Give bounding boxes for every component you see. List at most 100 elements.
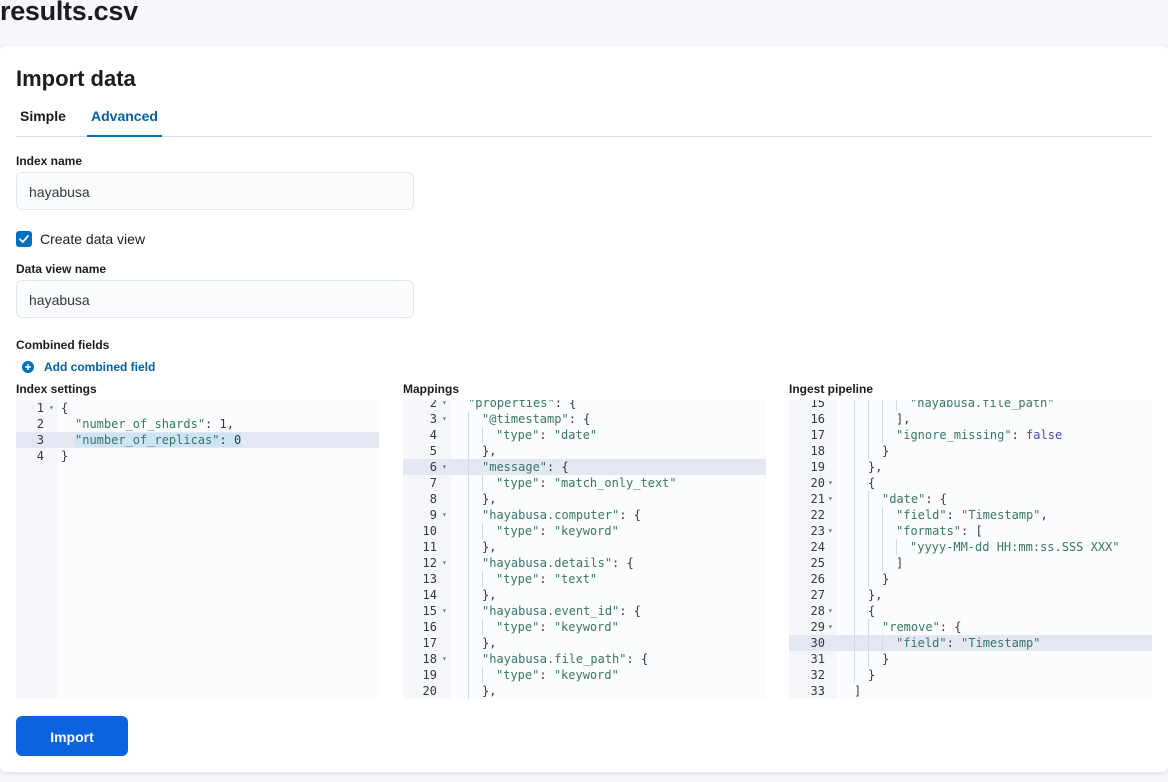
index-settings-editor[interactable]: 1▾{2"number_of_shards": 1,3"number_of_re… (16, 400, 379, 699)
line-number: 24 (810, 540, 825, 554)
line-number: 7 (429, 476, 437, 490)
code-line: 17}, (403, 635, 766, 651)
code-text: "yyyy-MM-dd HH:mm:ss.SSS XXX" (910, 540, 1120, 554)
code-text: "hayabusa.computer": { (482, 508, 641, 522)
indent-guide (482, 427, 483, 443)
line-number: 13 (422, 572, 437, 586)
code-line: 3"number_of_replicas": 0 (16, 432, 379, 448)
code-text: ] (896, 556, 904, 570)
ingest-pipeline-editor[interactable]: 15"hayabusa.file_path"16],17"ignore_miss… (789, 400, 1152, 699)
code-text: }, (482, 684, 497, 698)
indent-guide (468, 427, 469, 443)
indent-guide (482, 619, 483, 635)
indent-guide (854, 635, 855, 651)
indent-guide (868, 651, 869, 667)
code-line: 4"type": "date" (403, 427, 766, 443)
line-number: 18 (810, 444, 825, 458)
indent-guide (882, 400, 883, 411)
indent-guide (854, 539, 855, 555)
code-line: 18▾"hayabusa.file_path": { (403, 651, 766, 667)
code-line: 23▾"formats": [ (789, 523, 1152, 539)
indent-guide (854, 491, 855, 507)
fold-toggle-icon[interactable]: ▾ (442, 606, 447, 615)
indent-guide (854, 571, 855, 587)
line-number: 29 (810, 620, 825, 634)
fold-toggle-icon[interactable]: ▾ (828, 526, 833, 535)
file-title: results.csv (0, 0, 138, 26)
code-line: 18} (789, 443, 1152, 459)
code-text: }, (482, 636, 497, 650)
fold-toggle-icon[interactable]: ▾ (828, 622, 833, 631)
line-number: 8 (429, 492, 437, 506)
code-text: "type": "date" (496, 428, 598, 442)
code-line: 13"type": "text" (403, 571, 766, 587)
indent-guide (854, 555, 855, 571)
editor-code-area[interactable] (451, 400, 766, 699)
code-line: 15▾"hayabusa.event_id": { (403, 603, 766, 619)
fold-toggle-icon[interactable]: ▾ (442, 462, 447, 471)
fold-toggle-icon[interactable]: ▾ (828, 606, 833, 615)
code-text: "number_of_shards": 1, (75, 417, 234, 431)
indent-guide (896, 539, 897, 555)
index-name-label: Index name (16, 154, 83, 168)
line-number: 5 (429, 444, 437, 458)
indent-guide (882, 539, 883, 555)
indent-guide (854, 667, 855, 683)
indent-guide (468, 683, 469, 699)
code-line: 27}, (789, 587, 1152, 603)
ingest-pipeline-label: Ingest pipeline (789, 382, 874, 396)
create-data-view-checkbox[interactable] (16, 231, 32, 247)
line-number: 19 (422, 668, 437, 682)
code-line: 16], (789, 411, 1152, 427)
indent-guide (482, 667, 483, 683)
fold-toggle-icon[interactable]: ▾ (442, 654, 447, 663)
line-number: 11 (422, 540, 437, 554)
code-text: "number_of_replicas": 0 (75, 433, 242, 447)
line-number: 16 (810, 412, 825, 426)
line-number: 9 (429, 508, 437, 522)
line-number: 4 (36, 449, 44, 463)
indent-guide (882, 507, 883, 523)
indent-guide (854, 523, 855, 539)
import-panel: Import data Simple Advanced Index name h… (0, 46, 1168, 772)
import-button[interactable]: Import (16, 716, 128, 756)
code-text: "type": "keyword" (496, 620, 619, 634)
mappings-editor[interactable]: 2▾"properties": {3▾"@timestamp": {4"type… (403, 400, 766, 699)
fold-toggle-icon[interactable]: ▾ (49, 403, 54, 412)
indent-guide (854, 427, 855, 443)
indent-guide (882, 635, 883, 651)
code-line: 11}, (403, 539, 766, 555)
fold-toggle-icon[interactable]: ▾ (828, 478, 833, 487)
code-text: "@timestamp": { (482, 412, 591, 426)
fold-toggle-icon[interactable]: ▾ (442, 414, 447, 423)
line-number: 30 (810, 636, 825, 650)
code-text: } (868, 668, 876, 682)
fold-toggle-icon[interactable]: ▾ (442, 400, 447, 407)
indent-guide (868, 411, 869, 427)
code-text: { (868, 604, 876, 618)
line-number: 2 (429, 400, 437, 410)
code-line: 19}, (789, 459, 1152, 475)
data-view-name-input[interactable]: hayabusa (16, 280, 414, 318)
fold-toggle-icon[interactable]: ▾ (828, 494, 833, 503)
indent-guide (868, 555, 869, 571)
tab-advanced[interactable]: Advanced (87, 107, 162, 137)
indent-guide (468, 667, 469, 683)
editor-code-area[interactable] (58, 400, 379, 699)
indent-guide (882, 523, 883, 539)
fold-toggle-icon[interactable]: ▾ (442, 510, 447, 519)
index-settings-label: Index settings (16, 382, 97, 396)
code-text: "type": "keyword" (496, 524, 619, 538)
code-text: "ignore_missing": false (896, 428, 1063, 442)
indent-guide (854, 475, 855, 491)
create-data-view-label[interactable]: Create data view (40, 231, 146, 247)
code-text: "type": "keyword" (496, 668, 619, 682)
index-name-input[interactable]: hayabusa (16, 172, 414, 210)
tab-simple[interactable]: Simple (20, 108, 66, 124)
line-number: 10 (422, 524, 437, 538)
code-line: 12▾"hayabusa.details": { (403, 555, 766, 571)
code-line: 30"field": "Timestamp" (789, 635, 1152, 651)
fold-toggle-icon[interactable]: ▾ (442, 558, 447, 567)
indent-guide (868, 523, 869, 539)
code-line: 4} (16, 448, 379, 464)
